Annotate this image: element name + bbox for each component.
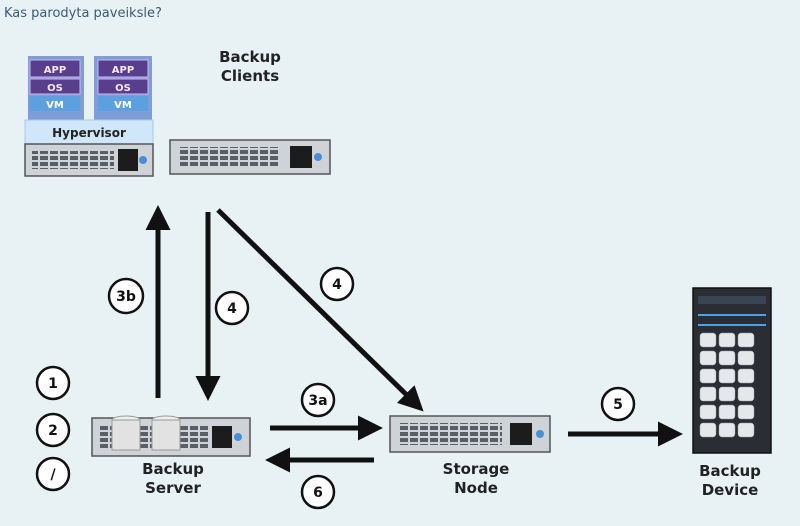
step-label-4b: 4 xyxy=(332,277,342,293)
client-server-1 xyxy=(24,143,154,177)
vm1-label-text: VM xyxy=(46,100,64,111)
backup-server-label: Backup Server xyxy=(128,460,218,498)
caption: Kas parodyta paveiksle? xyxy=(4,6,162,21)
step-label-2: 2 xyxy=(48,423,58,439)
backup-clients-label-line1: Backup xyxy=(219,48,281,66)
storage-node-label-line1: Storage xyxy=(442,460,510,478)
vm2-label-text: VM xyxy=(114,100,132,111)
step-circle-5 xyxy=(600,386,636,422)
backup-server-label-line1: Backup xyxy=(142,460,204,478)
step-circle-2 xyxy=(35,412,71,448)
storage-node-label-line2: Node xyxy=(454,479,498,497)
backup-clients-label-line2: Clients xyxy=(220,67,280,85)
step-circle-4b xyxy=(319,266,355,302)
hypervisor-bar xyxy=(24,119,154,145)
backup-device-label: Backup Device xyxy=(685,462,775,500)
vm-stack-2: APP OS VM xyxy=(94,56,152,120)
vm2-os-text: OS xyxy=(115,83,131,94)
step-circle-3a xyxy=(300,382,336,418)
client-server-2 xyxy=(169,139,331,175)
step-circle-4a xyxy=(214,290,250,326)
backup-server-label-line2: Server xyxy=(145,479,201,497)
step-circle-3b xyxy=(107,277,145,315)
hypervisor-text: Hypervisor xyxy=(52,126,126,140)
storage-node xyxy=(389,415,551,453)
step-circle-slash xyxy=(35,456,71,492)
step-label-1: 1 xyxy=(48,376,58,392)
step-label-4a: 4 xyxy=(227,301,237,317)
step-circle-1 xyxy=(35,365,71,401)
step-label-6: 6 xyxy=(313,485,323,501)
step-label-5: 5 xyxy=(613,397,623,413)
step-label-slash: / xyxy=(50,467,56,483)
vm2-app-text: APP xyxy=(112,65,134,76)
vm1-os-text: OS xyxy=(47,83,63,94)
vm-stack-1: APP OS VM xyxy=(28,56,84,120)
step-label-3a: 3a xyxy=(308,393,327,409)
backup-device-label-line1: Backup xyxy=(699,462,761,480)
backup-device xyxy=(692,287,772,454)
backup-server xyxy=(91,415,251,457)
step-circle-6 xyxy=(300,474,336,510)
storage-node-label: Storage Node xyxy=(426,460,526,498)
arrow-4-diagonal xyxy=(216,208,424,412)
vm1-app-text: APP xyxy=(44,65,66,76)
backup-clients-label: Backup Clients xyxy=(205,48,295,86)
backup-device-label-line2: Device xyxy=(701,481,759,499)
step-label-3b: 3b xyxy=(116,289,136,305)
